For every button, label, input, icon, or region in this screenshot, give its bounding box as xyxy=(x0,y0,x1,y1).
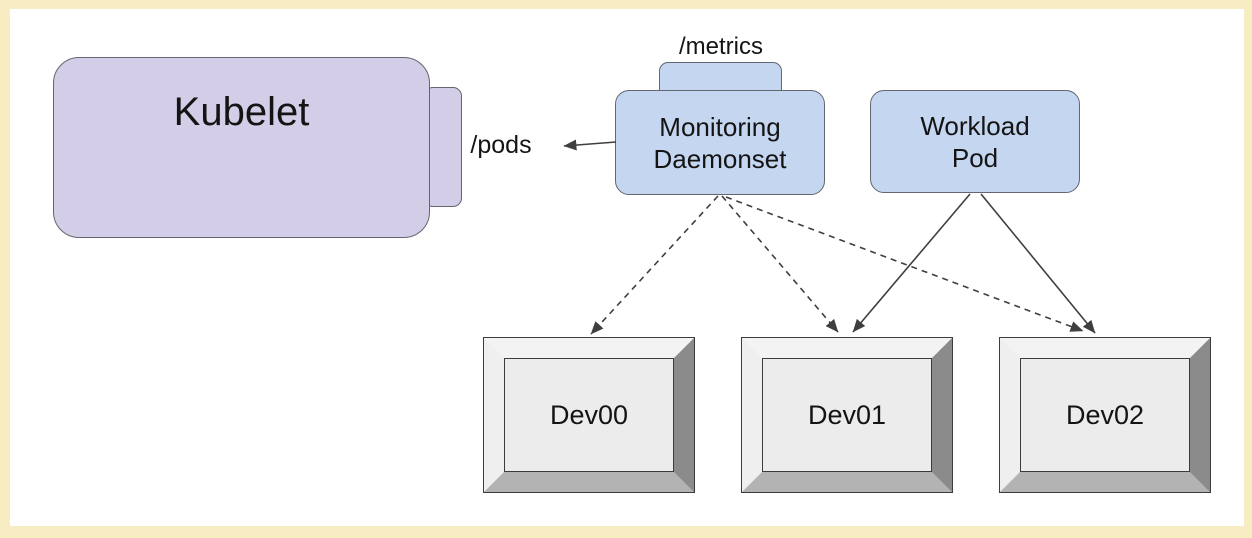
monitoring-label-line2: Daemonset xyxy=(653,143,787,174)
workload-label-line2: Pod xyxy=(951,142,999,173)
device-label-dev02: Dev02 xyxy=(1020,358,1190,472)
workload-pod-node: Workload Pod xyxy=(870,90,1080,193)
monitoring-label-line1: Monitoring xyxy=(659,111,781,142)
workload-label-line1: Workload xyxy=(920,110,1030,141)
monitoring-daemonset-node: Monitoring Daemonset xyxy=(615,90,825,195)
device-node-dev02: Dev02 xyxy=(1000,338,1210,492)
pods-endpoint-label: /pods xyxy=(470,131,532,159)
device-label-dev01: Dev01 xyxy=(762,358,932,472)
metrics-endpoint-label: /metrics xyxy=(679,33,763,60)
device-label-dev00: Dev00 xyxy=(504,358,674,472)
kubelet-port-tab xyxy=(424,87,462,207)
kubelet-label: Kubelet xyxy=(173,90,310,134)
device-node-dev00: Dev00 xyxy=(484,338,694,492)
kubelet-node: Kubelet xyxy=(53,57,430,238)
device-node-dev01: Dev01 xyxy=(742,338,952,492)
